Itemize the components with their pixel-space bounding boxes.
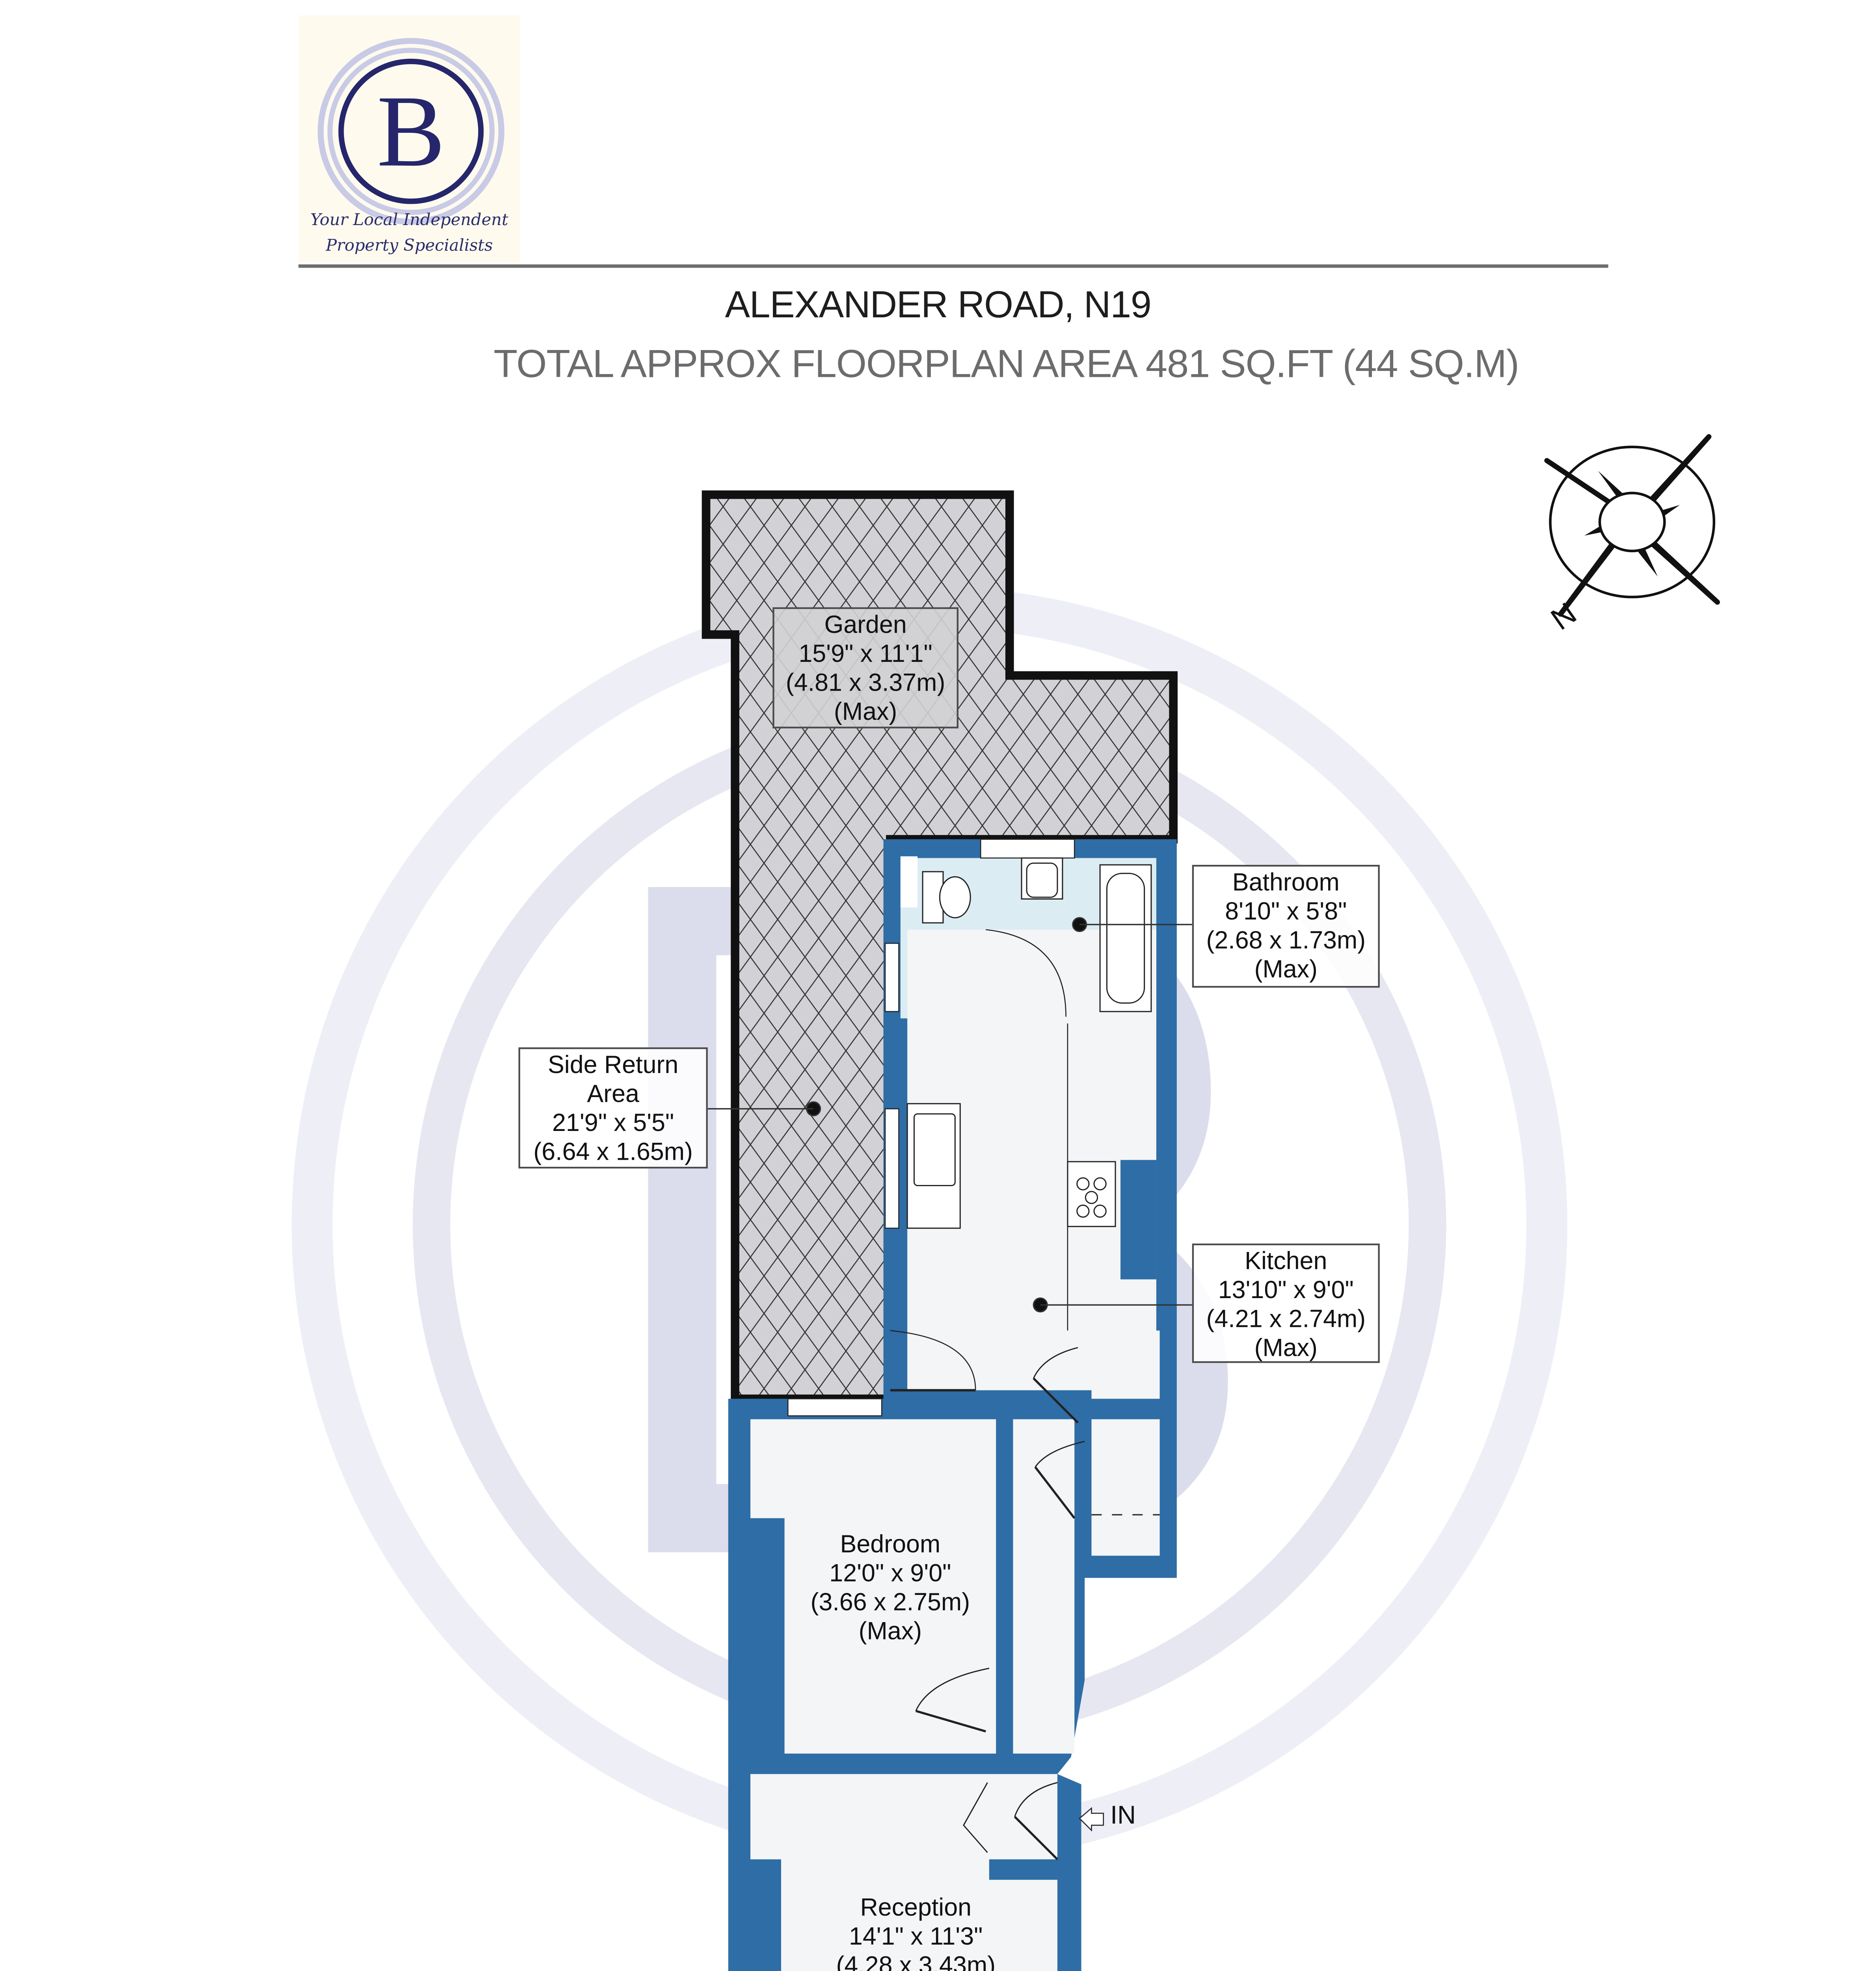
room-dimensions-metric: (3.66 x 2.75m) bbox=[810, 1590, 970, 1617]
room-dimensions-metric: (4.28 x 3.43m) bbox=[836, 1953, 996, 1971]
room-dimensions-imperial: 15'9" x 11'1" bbox=[798, 641, 932, 669]
header-divider bbox=[298, 264, 1608, 267]
room-dimensions-imperial: 21'9" x 5'5" bbox=[552, 1110, 674, 1138]
agent-logo: B Your Local Independent Property Specia… bbox=[298, 15, 520, 263]
room-dimensions-metric: (2.68 x 1.73m) bbox=[1206, 928, 1366, 956]
room-marker-dots bbox=[706, 917, 1192, 1313]
room-label-garden: Garden 15'9" x 11'1" (4.81 x 3.37m) (Max… bbox=[772, 607, 958, 728]
svg-text:B: B bbox=[377, 75, 445, 188]
bathroom-fixtures bbox=[922, 857, 1152, 1017]
entrance-arrow-icon bbox=[1079, 1807, 1104, 1832]
agent-logo-emblem-icon: B bbox=[317, 38, 504, 225]
room-dimensions-imperial: 14'1" x 11'3" bbox=[849, 1924, 983, 1952]
room-label-side-return: Side Return Area 21'9" x 5'5" (6.64 x 1.… bbox=[518, 1047, 708, 1169]
reception-floor bbox=[750, 1774, 1057, 1971]
room-name: Bedroom bbox=[840, 1531, 941, 1559]
agent-tagline-line1: Your Local Independent bbox=[310, 211, 508, 231]
room-dimensions-imperial: 12'0" x 9'0" bbox=[829, 1561, 951, 1588]
room-name: Side Return bbox=[547, 1052, 679, 1080]
room-dimensions-note: (Max) bbox=[834, 699, 897, 727]
room-dimensions-note: (Max) bbox=[858, 1619, 922, 1646]
room-label-reception: Reception 14'1" x 11'3" (4.28 x 3.43m) (… bbox=[802, 1892, 1030, 1971]
room-label-bedroom: Bedroom 12'0" x 9'0" (3.66 x 2.75m) (Max… bbox=[788, 1528, 992, 1651]
room-label-kitchen: Kitchen 13'10" x 9'0" (4.21 x 2.74m) (Ma… bbox=[1192, 1243, 1380, 1363]
entrance-label: IN bbox=[1110, 1801, 1136, 1831]
agent-tagline-line2: Property Specialists bbox=[326, 237, 493, 256]
compass-rose-icon: N bbox=[1544, 434, 1720, 637]
windows bbox=[787, 838, 1075, 1416]
room-dimensions-imperial: 8'10" x 5'8" bbox=[1225, 899, 1347, 926]
kitchen-sink-icon bbox=[913, 1113, 956, 1186]
hallway-floor bbox=[1013, 1419, 1075, 1754]
room-name: Reception bbox=[860, 1895, 972, 1923]
room-dimensions-note: (Max) bbox=[1254, 1336, 1318, 1363]
svg-text:N: N bbox=[1545, 596, 1583, 637]
room-dimensions-metric: (6.64 x 1.65m) bbox=[533, 1139, 693, 1167]
room-dimensions-note: (Max) bbox=[1254, 957, 1318, 984]
room-dimensions-metric: (4.81 x 3.37m) bbox=[785, 670, 945, 698]
room-name: Garden bbox=[824, 612, 907, 640]
kitchen-fixtures bbox=[890, 1023, 1116, 1392]
room-dimensions-metric: (4.21 x 2.74m) bbox=[1206, 1306, 1366, 1334]
property-title: ALEXANDER ROAD, N19 bbox=[725, 283, 1151, 326]
room-dimensions-imperial: 13'10" x 9'0" bbox=[1218, 1278, 1354, 1305]
bedroom-floor bbox=[750, 1419, 996, 1754]
total-area-subtitle: TOTAL APPROX FLOORPLAN AREA 481 SQ.FT (4… bbox=[493, 341, 1519, 386]
room-name: Bathroom bbox=[1232, 870, 1340, 898]
doors bbox=[915, 1347, 1085, 1860]
room-label-bathroom: Bathroom 8'10" x 5'8" (2.68 x 1.73m) (Ma… bbox=[1192, 864, 1380, 988]
room-name-line2: Area bbox=[587, 1081, 639, 1109]
room-name: Kitchen bbox=[1245, 1248, 1327, 1276]
